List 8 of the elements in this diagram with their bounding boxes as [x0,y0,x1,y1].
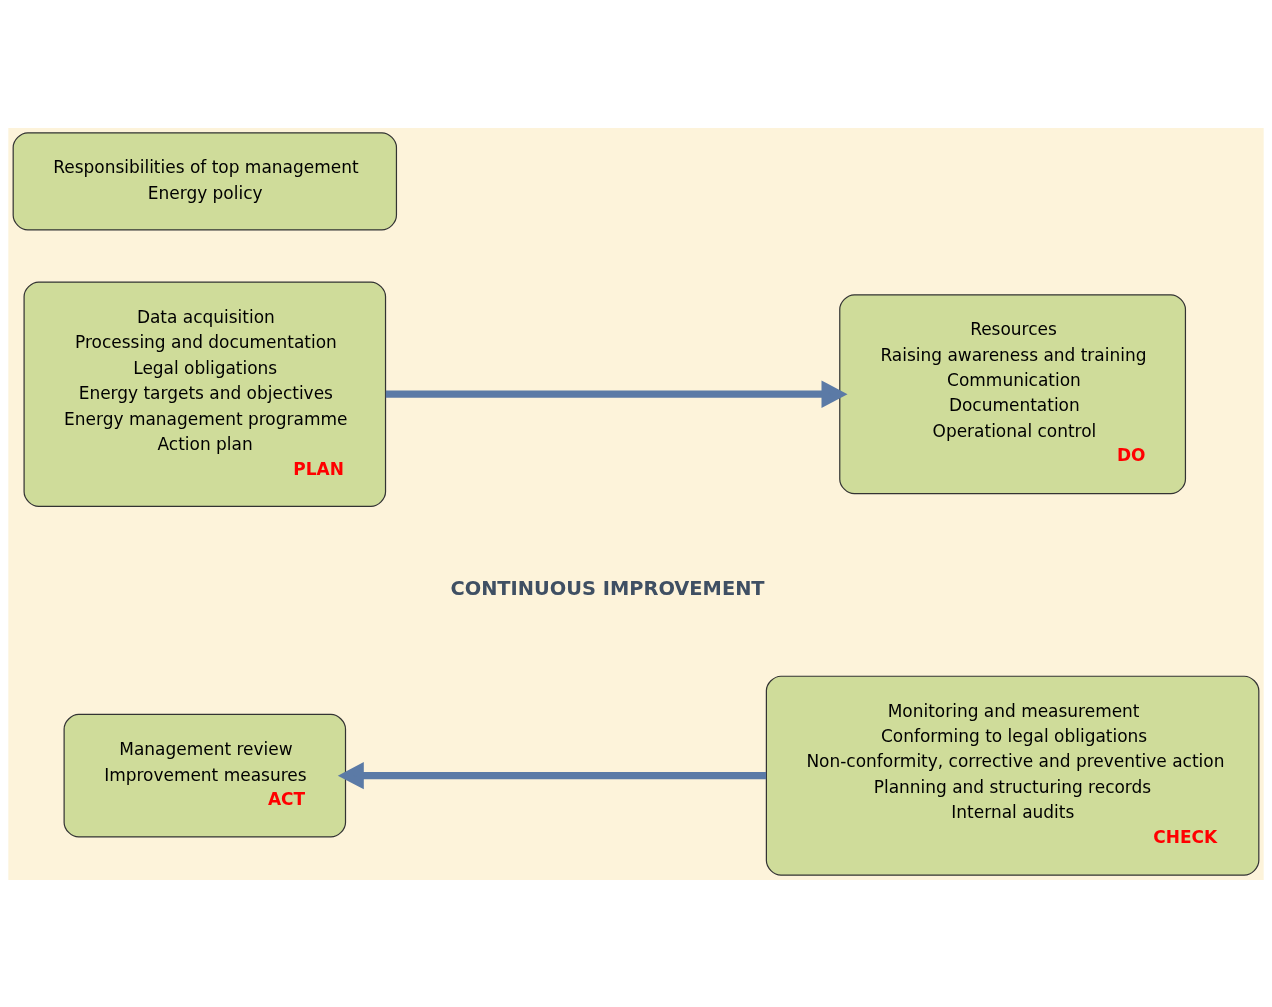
label: CONTINUOUS IMPROVEMENT [450,576,765,600]
arrow [385,380,848,408]
node-box: Data acquisition Processing and documentation Legal obligations Energy targets and objectives Energy management programme Action plan PLAN [23,280,387,507]
node-box: Responsibilities of top management Energy policy [12,131,398,230]
node-box: Management review Improvement measures ACT [63,713,347,838]
arrow [337,761,767,789]
node-box: Monitoring and measurement Conforming to legal obligations Non-conformity, corrective and preventive action Planning and structuring records Internal audits CHECK [765,675,1260,876]
node-box: Resources Raising awareness and training Communication Documentation Operational control DO [839,293,1187,494]
